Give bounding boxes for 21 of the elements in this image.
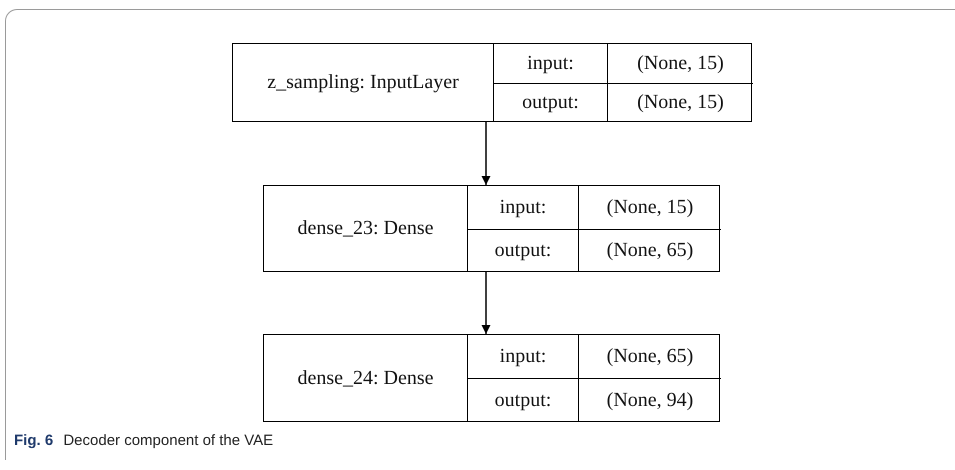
figure-caption: Fig. 6 Decoder component of the VAE: [14, 432, 274, 449]
layer-name: dense_23: Dense: [296, 216, 435, 241]
shape-value: (None, 15): [607, 44, 753, 82]
shape-value: (None, 15): [607, 82, 753, 121]
port-label: output:: [467, 378, 578, 421]
port-label: input:: [493, 44, 607, 82]
layer-box: [263, 334, 720, 422]
shape-value: (None, 94): [578, 378, 721, 421]
shape-value: (None, 65): [578, 335, 721, 378]
arrow: [482, 122, 490, 185]
port-label: input:: [467, 186, 578, 228]
layer-box: [232, 43, 752, 122]
shape-value: (None, 65): [578, 228, 721, 271]
shape-value: (None, 15): [578, 186, 721, 228]
layer-box: [263, 185, 720, 272]
port-label: output:: [467, 228, 578, 271]
port-label: input:: [467, 335, 578, 378]
port-label: output:: [493, 82, 607, 121]
layer-name: z_sampling: InputLayer: [266, 70, 460, 95]
layer-name: dense_24: Dense: [296, 366, 435, 390]
arrow: [482, 272, 490, 334]
